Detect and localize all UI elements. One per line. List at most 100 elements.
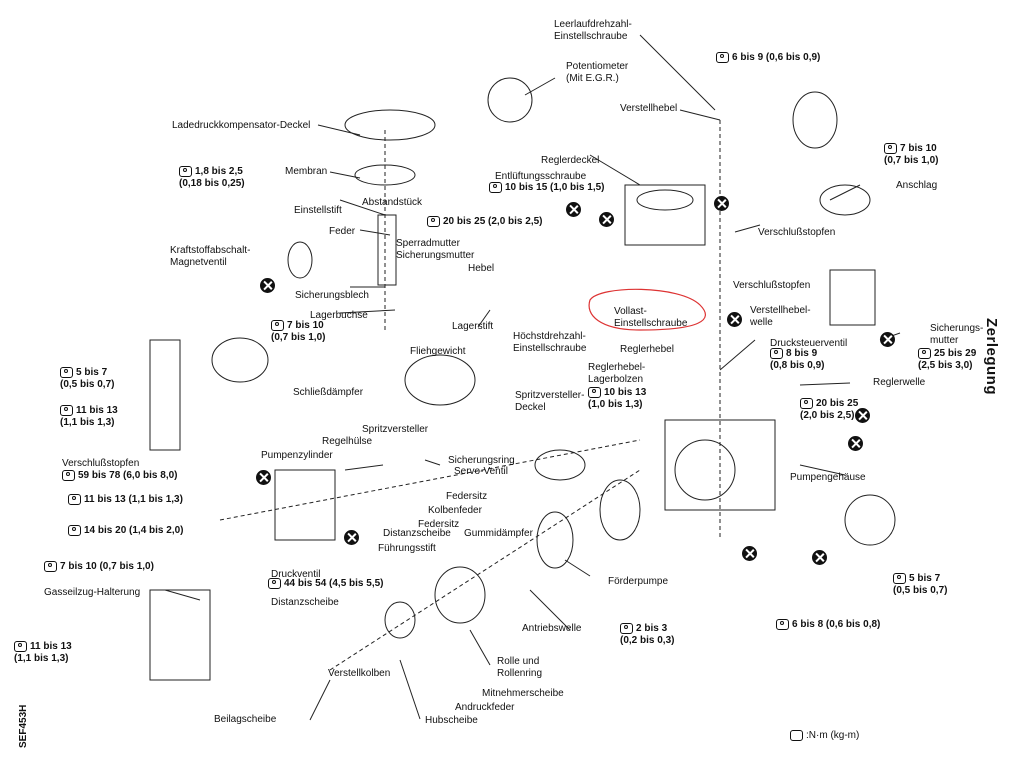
leader-line [829,184,861,201]
wrench-icon [770,348,783,359]
leader-line [424,459,441,466]
leader-line [799,464,846,476]
label-governor-cover: Reglerdeckel [541,155,600,166]
torque-spec: 59 bis 78 (6,0 bis 8,0) [62,470,178,482]
wrench-icon [716,52,729,63]
label-driver-disc: Mitnehmerscheibe [482,688,564,699]
label-bearing-pin: Lagerstift [452,321,494,332]
label-spacer: Abstandstück [362,197,423,208]
label-timer: Spritzversteller [362,424,429,435]
lever-assembly [792,91,838,149]
wrench-icon [588,387,601,398]
leader-line [734,224,761,233]
label-pump-cylinder: Pumpenzylinder [261,450,333,461]
leader-line [524,77,556,96]
label-throttle-bracket: Gasseilzug-Halterung [44,587,141,598]
leader-line [339,199,386,216]
label-plug-upper: Verschlußstopfen [758,227,836,238]
torque-spec: 10 bis 15 (1,0 bis 1,5) [489,182,605,194]
leader-line [639,34,716,111]
leader-line [164,589,201,601]
torque-spec: 11 bis 13 (1,1 bis 1,3) [14,641,72,664]
wrench-icon [620,623,633,634]
torque-spec: 10 bis 13 (1,0 bis 1,3) [588,387,647,410]
wrench-icon [884,143,897,154]
torque-spec: 1,8 bis 2,5 (0,18 bis 0,25) [179,166,245,189]
wrench-icon [427,216,440,227]
leader-line [529,589,571,631]
label-guide-pin: Führungsstift [378,543,436,554]
unit-legend: :N·m (kg-m) [790,730,859,741]
assembly-axis [329,469,641,671]
wrench-icon [489,182,502,193]
label-idle-speed-screw: Leerlaufdrehzahl- Einstellschraube [554,19,632,42]
governor-cover-ring [636,189,694,211]
replace-marker [599,212,614,227]
label-pressure-spring: Andruckfeder [455,702,515,713]
label-adjusting-lever: Verstellhebel [620,103,678,114]
label-control-sleeve: Regelhülse [322,436,373,447]
torque-spec: 7 bis 10 (0,7 bis 1,0) [271,320,326,343]
label-lever-shaft: Verstellhebel- welle [750,305,811,328]
leader-line [344,464,384,471]
assembly-axis [219,439,641,521]
label-membrane: Membran [285,166,328,177]
label-fuel-cut-solenoid: Kraftstoffabschalt- Magnetventil [170,245,251,268]
wrench-icon [800,398,813,409]
label-plug-lower: Verschlußstopfen [62,458,140,469]
torque-spec: 6 bis 9 (0,6 bis 0,9) [716,52,820,64]
leader-line [564,559,591,577]
leader-line [309,679,331,721]
replace-marker [812,550,827,565]
label-servo-valve: Servo-Ventil [454,466,508,477]
replace-marker [344,530,359,545]
leader-line [399,659,421,720]
label-bearing-bush: Lagerbuchse [310,310,368,321]
label-potentiometer: Potentiometer (Mit E.G.R.) [566,61,629,84]
label-pump-housing: Pumpengehäuse [790,472,866,483]
torque-spec: 6 bis 8 (0,6 bis 0,8) [776,619,880,631]
replace-marker [742,546,757,561]
gear-wheel [536,511,574,569]
leader-line [799,382,851,386]
replace-marker [256,470,271,485]
label-plunger-spring: Kolbenfeder [428,505,482,516]
torque-spec: 25 bis 29 (2,5 bis 3,0) [918,348,977,371]
replace-marker [880,332,895,347]
label-spring-seat-2: Federsitz [418,519,460,530]
label-timer-piston: Verstellkolben [328,668,391,679]
wrench-icon [68,525,81,536]
label-circlip: Sicherungsring [448,455,515,466]
pump-cylinder [274,469,336,541]
bracket-left [149,339,181,451]
leader-line [679,109,721,121]
replace-marker [566,202,581,217]
torque-spec: 14 bis 20 (1,4 bis 2,0) [68,525,184,537]
label-lock-plate: Sicherungsblech [295,290,369,301]
wrench-icon [893,573,906,584]
label-shim: Beilagscheibe [214,714,277,725]
label-cam-disc: Hubscheibe [425,715,478,726]
wrench-icon [790,730,803,741]
leader-line [719,339,756,371]
leader-line [469,629,491,666]
leader-line [359,229,391,236]
torque-spec: 11 bis 13 (1,1 bis 1,3) [68,494,183,506]
label-feed-pump: Förderpumpe [608,576,669,587]
torque-spec: 5 bis 7 (0,5 bis 0,7) [60,367,115,390]
torque-spec: 20 bis 25 (2,0 bis 2,5) [427,216,543,228]
pump-housing-bore [674,439,736,501]
label-closing-damper: Schließdämpfer [293,387,364,398]
wrench-icon [62,470,75,481]
label-roller-ring: Rolle und Rollenring [497,656,543,679]
label-delivery-valve: Druckventil [271,569,321,580]
servo-valve [534,449,586,481]
wrench-icon [68,494,81,505]
replace-marker [727,312,742,327]
governor-cover [624,184,706,246]
label-spacer-disc-1: Distanzscheibe [383,528,451,539]
label-governor-lever: Reglerhebel [620,344,674,355]
feed-pump [599,479,641,541]
label-bleed-screw: Entlüftungsschraube [495,171,587,182]
